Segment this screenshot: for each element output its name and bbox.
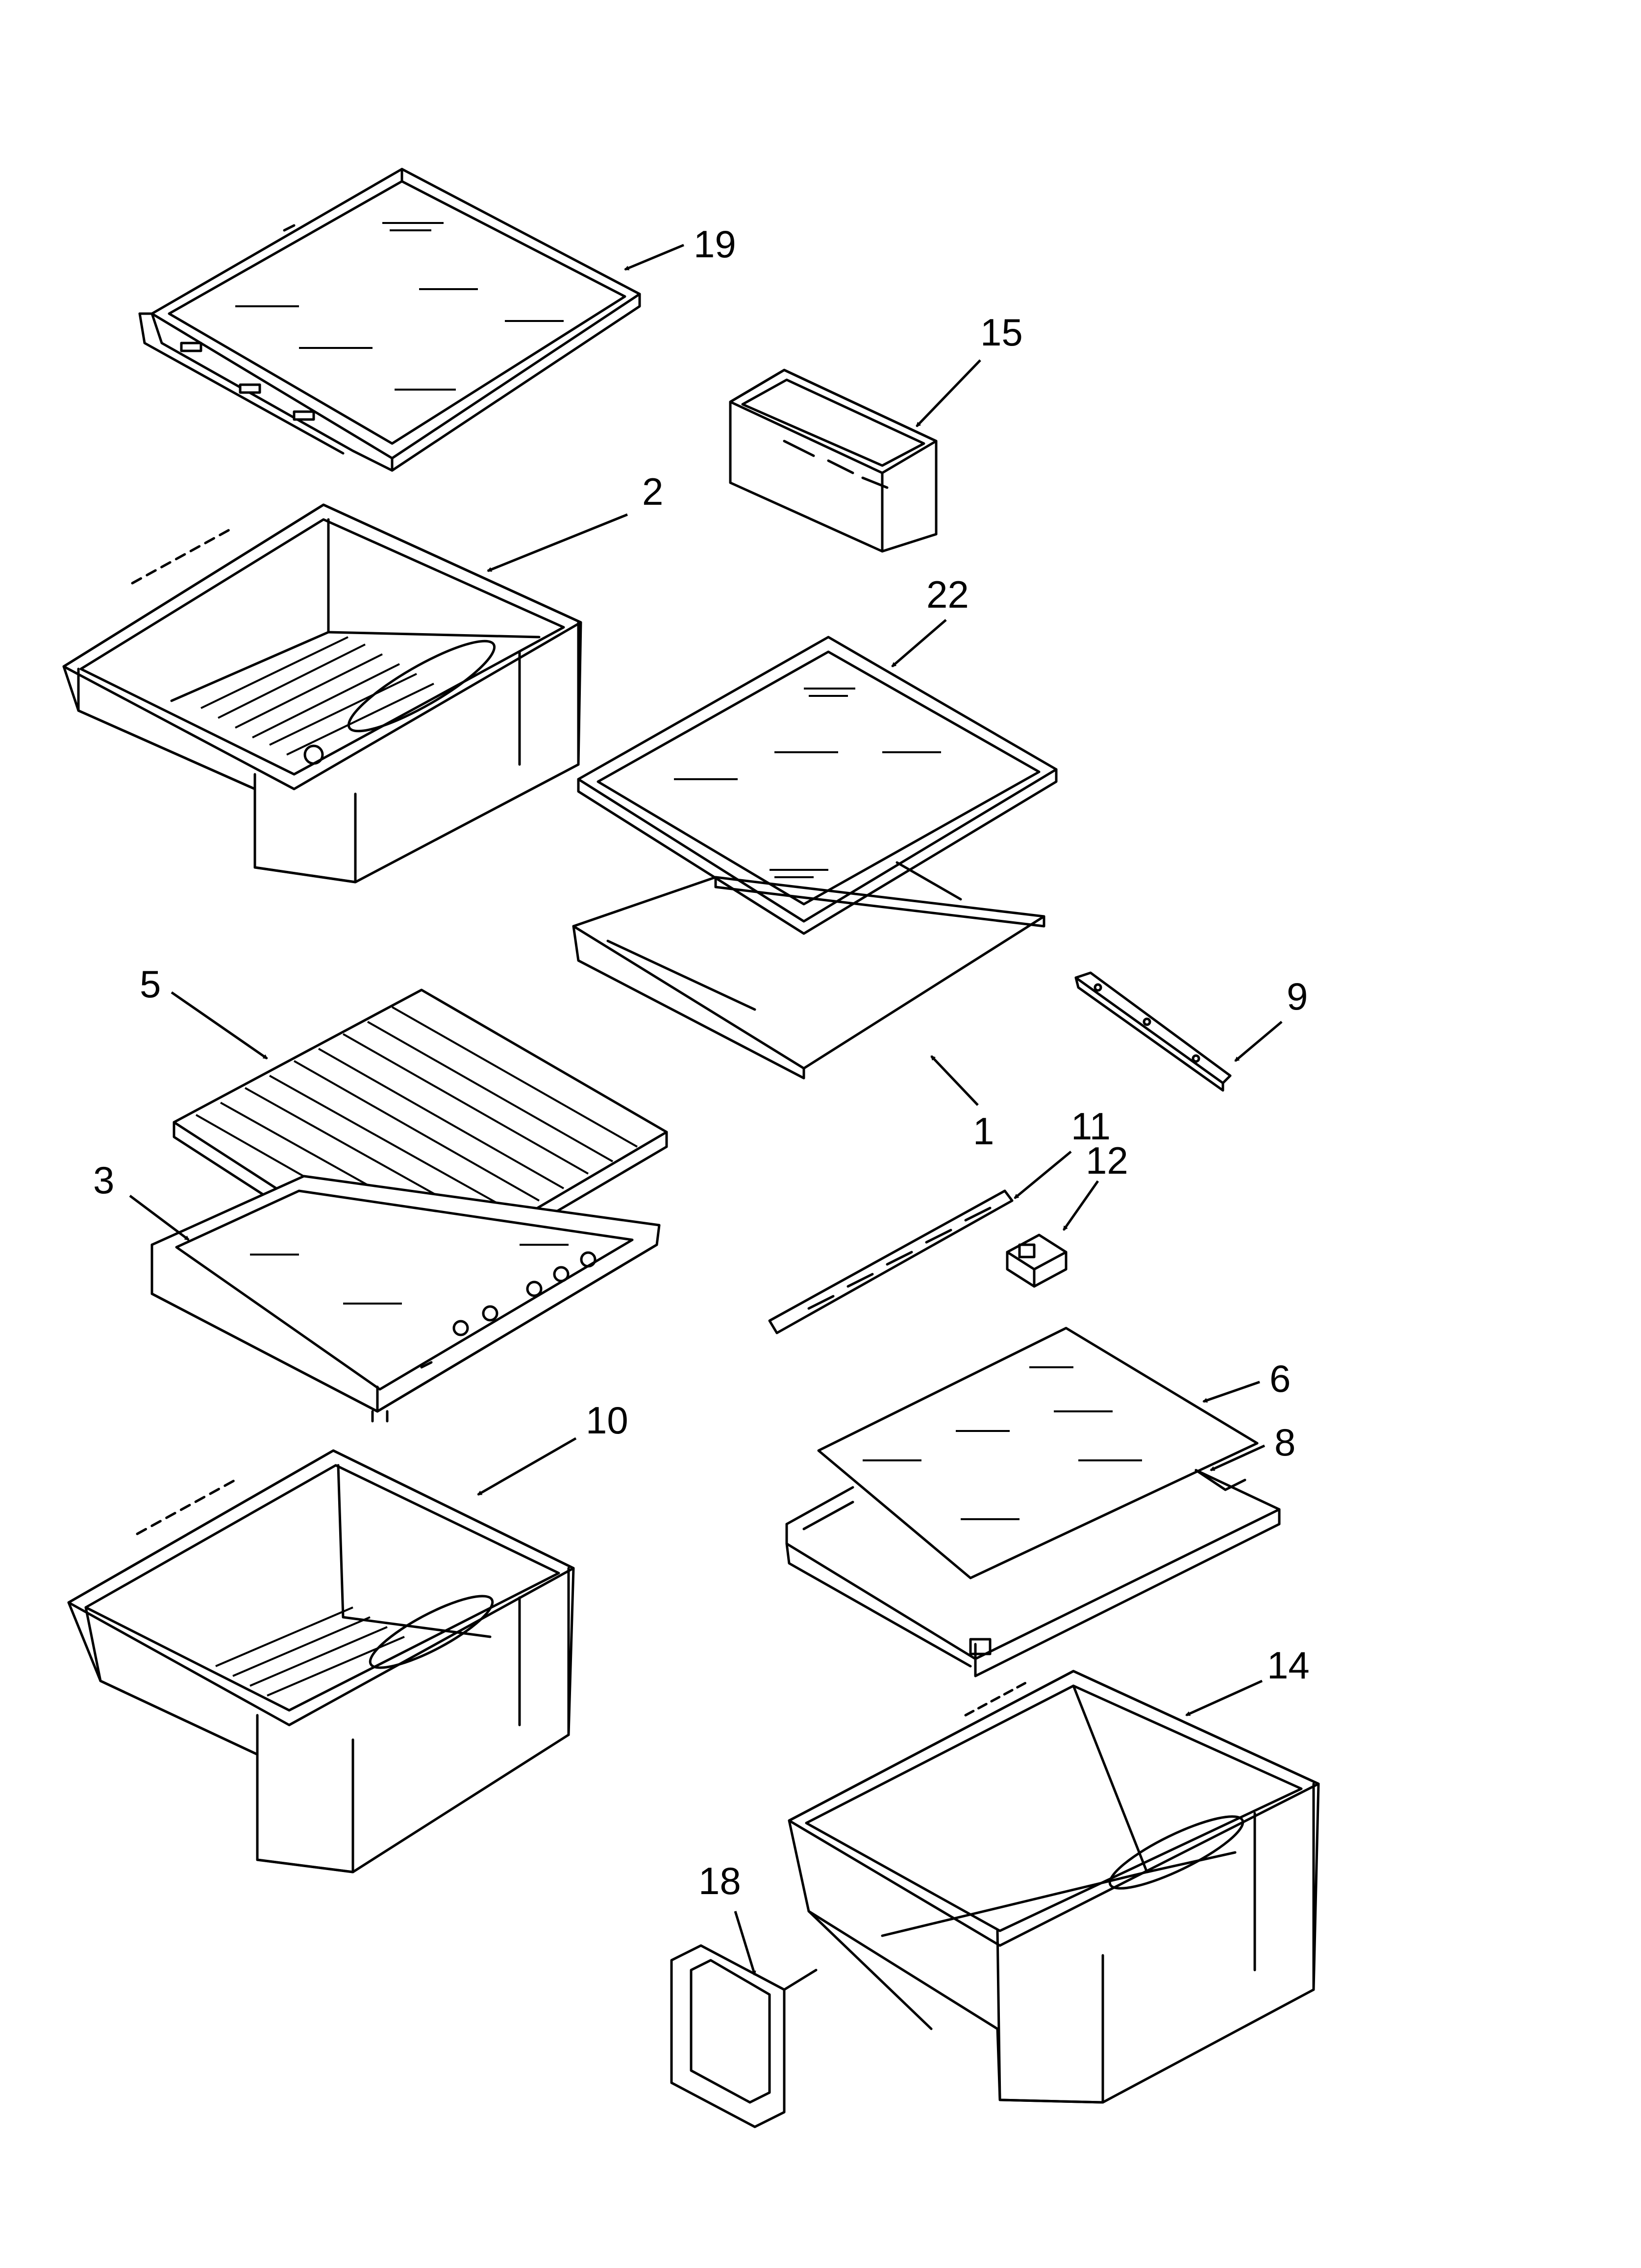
callout-2: 2 (642, 470, 663, 513)
callout-labels: 19 15 2 22 5 9 1 11 12 3 6 10 8 14 18 (93, 222, 1310, 1902)
callout-15: 15 (980, 311, 1023, 354)
part-6-glass-panel (817, 1327, 1259, 1579)
callout-5: 5 (140, 962, 161, 1006)
part-1-shelf-frame (572, 861, 1045, 1080)
part-12-clip (1006, 1233, 1068, 1288)
part-11-rail (768, 1189, 1014, 1334)
callout-arrows (129, 244, 1283, 1976)
part-10-crisper-drawer (67, 1449, 575, 1874)
part-15-bin (729, 369, 938, 553)
callout-11: 11 (1071, 1105, 1111, 1148)
part-8-frame (785, 1469, 1281, 1677)
callout-3: 3 (93, 1159, 114, 1202)
callout-18: 18 (698, 1859, 741, 1902)
callout-12: 12 (1086, 1139, 1128, 1182)
callout-22: 22 (926, 573, 969, 616)
part-14-deli-drawer (788, 1670, 1320, 2104)
part-22-glass-shelf (577, 636, 1058, 935)
callout-6: 6 (1269, 1357, 1291, 1400)
part-18-label-card (670, 1944, 818, 2128)
callout-1: 1 (973, 1109, 994, 1153)
callout-10: 10 (586, 1399, 628, 1442)
part-2-crisper-drawer (62, 503, 582, 884)
callout-8: 8 (1274, 1421, 1295, 1464)
callout-19: 19 (694, 222, 736, 266)
part-19-glass-shelf (138, 168, 641, 472)
callout-9: 9 (1287, 975, 1308, 1018)
callout-14: 14 (1267, 1644, 1310, 1687)
part-3-cover-frame (150, 1175, 661, 1423)
part-9-rail (1074, 971, 1232, 1092)
